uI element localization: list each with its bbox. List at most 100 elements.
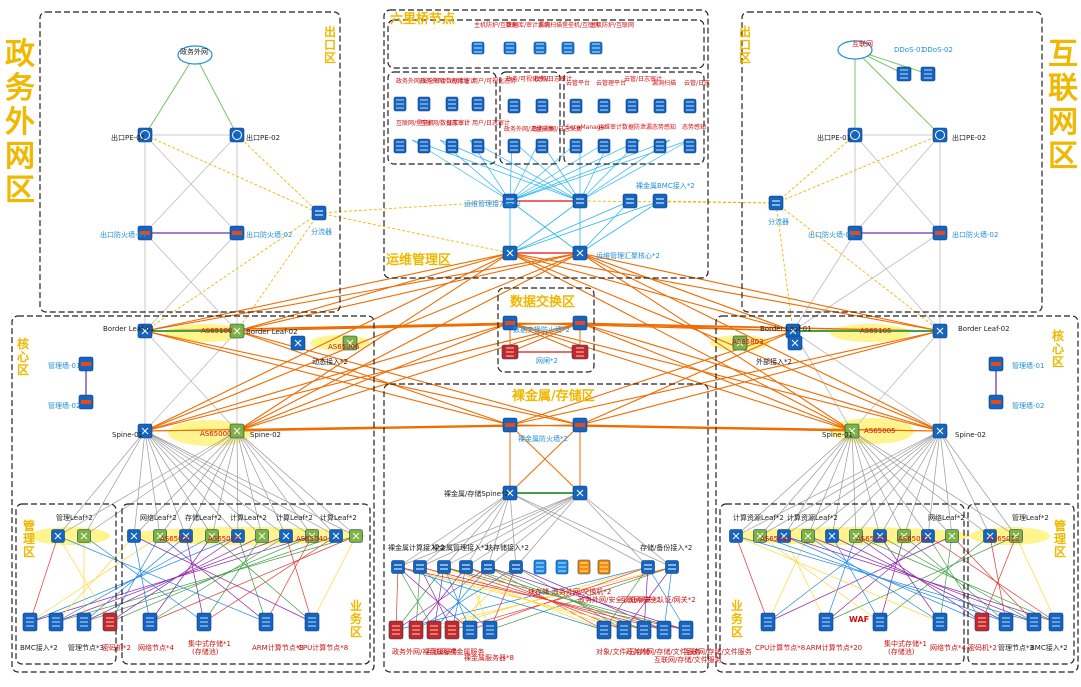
inet-net-node: 网络节点*4 bbox=[930, 644, 966, 652]
inet-leaf-srv bbox=[855, 535, 1057, 623]
gov-leaf-srv bbox=[149, 535, 287, 623]
gov-leaf-7-icon-glyph bbox=[258, 532, 266, 540]
fabric-link-gov bbox=[236, 252, 581, 332]
ops-dev-b3-icon bbox=[471, 138, 485, 154]
inet-leaf-srv bbox=[767, 535, 809, 623]
liuli-item-0: 主机防护/互联网 bbox=[474, 22, 519, 29]
gov-spine-leaf bbox=[83, 430, 238, 537]
bm-leaf-srv bbox=[397, 566, 687, 631]
gov-mgmt-node: 管理节点*3 bbox=[68, 644, 104, 652]
bm-server-4-icon-glyph bbox=[466, 625, 474, 635]
bm-leaf-3-icon-body bbox=[459, 560, 473, 574]
gov-spine-leaf bbox=[144, 430, 357, 537]
inet-server-1-icon bbox=[818, 612, 834, 632]
ops-core2-icon-body bbox=[572, 193, 588, 209]
bm-leaf-srv bbox=[397, 566, 645, 631]
inet-leaf-5-icon bbox=[849, 529, 863, 543]
inet-leaf-srv bbox=[825, 535, 857, 623]
gov-mgmt-leaf-hl bbox=[30, 527, 110, 545]
inet-ddos1-icon-glyph bbox=[900, 69, 908, 79]
gov-pe-fw-link bbox=[144, 134, 238, 234]
ops-access-link bbox=[511, 139, 581, 202]
bm-leaf-0-icon bbox=[391, 560, 405, 574]
inet-spine-leaf bbox=[851, 430, 905, 537]
liuli-device-1-icon bbox=[503, 41, 517, 55]
inet-server-5-icon-glyph bbox=[1002, 617, 1010, 627]
ops-dev-a3-icon-glyph bbox=[474, 99, 482, 109]
gov-leaf-0-icon bbox=[51, 529, 65, 543]
baremetal-box bbox=[383, 383, 709, 673]
ops-access-link bbox=[411, 139, 581, 202]
gov-server-5-icon bbox=[196, 612, 212, 632]
bm-fw2-icon-bar bbox=[575, 423, 585, 427]
inet-server-4-icon bbox=[974, 612, 990, 632]
inet-server-0-icon bbox=[760, 612, 776, 632]
inet-spine2-icon bbox=[932, 423, 948, 439]
bm-server-0-icon-glyph bbox=[392, 625, 400, 635]
gov-splitter-link bbox=[318, 200, 511, 214]
inet-as-c: AS65033 bbox=[898, 535, 930, 543]
inet-leaf-srv bbox=[831, 535, 881, 623]
fabric-link-inet bbox=[509, 252, 853, 432]
gov-server-0-icon bbox=[22, 612, 38, 632]
gov-biz-box bbox=[121, 503, 371, 665]
ops-dev-b1-icon-glyph bbox=[420, 141, 428, 151]
bm-leaf-srv bbox=[397, 566, 435, 631]
bm-server-2-icon-glyph bbox=[430, 625, 438, 635]
inet-leaf-srv bbox=[759, 535, 1007, 623]
ops-dev-a1-icon bbox=[417, 96, 431, 112]
gov-spine-leaf bbox=[144, 430, 187, 537]
bm-leaf-3-icon bbox=[459, 560, 473, 574]
inet-leaf-0-icon-glyph bbox=[732, 532, 740, 540]
ops-access-link bbox=[509, 139, 581, 202]
fabric-link-inet bbox=[509, 252, 941, 332]
fabric-link-inet bbox=[509, 252, 794, 332]
inet-ms2-icon bbox=[988, 394, 1004, 410]
gov-leaf-10-icon bbox=[329, 529, 343, 543]
inet-as-a: AS65043 bbox=[760, 535, 792, 543]
gov-leaf-11-icon bbox=[349, 529, 363, 543]
ops-agg1-icon-glyph bbox=[506, 249, 514, 257]
bm-leaf-srv bbox=[487, 566, 687, 631]
gov-spine-leaf bbox=[236, 430, 263, 537]
inet-server-4-icon-glyph bbox=[978, 617, 986, 627]
inet-leaf-srv bbox=[939, 535, 953, 623]
ops-right2-1: 运维审计 bbox=[598, 124, 623, 131]
bm-spine-leaf bbox=[465, 492, 511, 568]
gov-server-6-icon-glyph bbox=[262, 617, 270, 627]
inet-leaf-9-icon-glyph bbox=[948, 532, 956, 540]
ops-right-4: 云管/日志 bbox=[684, 80, 711, 87]
dx-fw1-icon-bar bbox=[505, 321, 515, 325]
inet-leaf-srv bbox=[879, 535, 1035, 623]
gov-splitter-icon-body bbox=[311, 205, 327, 221]
ops-right-a4-icon bbox=[683, 98, 697, 114]
inet-splitter-link bbox=[775, 134, 856, 204]
inet-waf: WAF bbox=[849, 615, 870, 624]
ops-row0-1: 政务外网/数据库审计 bbox=[420, 78, 477, 85]
bm-server-9-icon bbox=[656, 620, 672, 640]
inet-server-2-icon-glyph bbox=[876, 617, 884, 627]
liuli-device-0-icon-glyph bbox=[474, 43, 482, 53]
liuli-item-1: 数据库/审计系统 bbox=[506, 22, 551, 29]
gov-cpu-node: CPU计算节点*8 bbox=[298, 644, 349, 652]
gov-bl2-label: Border Leaf-02 bbox=[246, 328, 298, 336]
inet-fw2-icon bbox=[932, 225, 948, 241]
gov-leaf-3-icon-glyph bbox=[156, 532, 164, 540]
gov-as-a: AS65020 bbox=[160, 535, 192, 543]
bm-leaf-1-icon-body bbox=[413, 560, 427, 574]
bm-bottom-0: 政务外网/裸金属服务 bbox=[392, 648, 458, 656]
gov-bmc: BMC接入*2 bbox=[20, 644, 58, 652]
bm-server-1-icon bbox=[408, 620, 424, 640]
inet-as-spine: AS65005 bbox=[864, 427, 896, 435]
bm-spine-leaf bbox=[419, 492, 581, 568]
ops-mid-0: 政务/可视化感知 bbox=[506, 76, 551, 83]
store-bottom-0: 对象/文件/云存储 bbox=[596, 648, 650, 656]
bm-server-7-icon-glyph bbox=[620, 625, 628, 635]
fabric-link-gov bbox=[144, 252, 511, 332]
bm-server-6-icon bbox=[596, 620, 612, 640]
ops-core-right: 裸金属BMC接入*2 bbox=[636, 182, 695, 190]
inet-leaf-srv bbox=[1015, 535, 1057, 623]
inet-ext-leaf: 外部接入*2 bbox=[756, 358, 792, 366]
inet-fw-bl-link bbox=[792, 232, 941, 332]
gov-ms2-icon bbox=[78, 394, 94, 410]
